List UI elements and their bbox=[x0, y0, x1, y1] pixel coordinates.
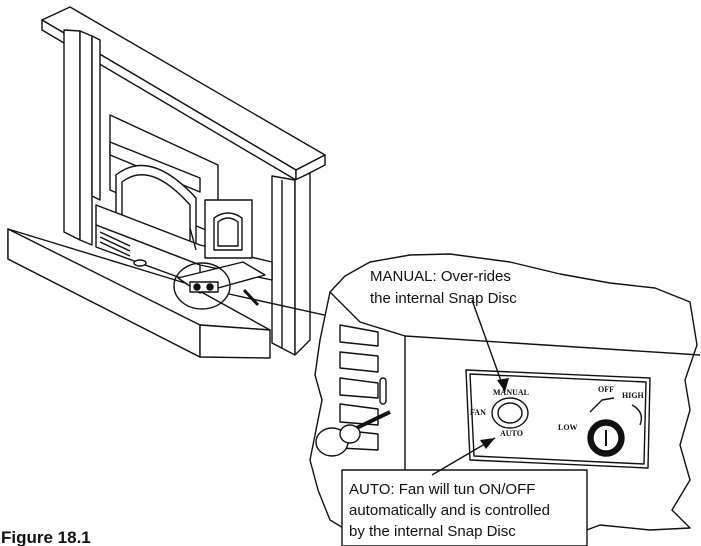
auto-callout-line-3: by the internal Snap Disc bbox=[349, 523, 516, 540]
figure-caption: Figure 18.1 bbox=[1, 528, 91, 546]
auto-callout-line-1: AUTO: Fan will tun ON/OFF bbox=[349, 481, 535, 498]
auto-callout-line-2: automatically and is controlled bbox=[349, 502, 550, 519]
callout-arrows bbox=[431, 299, 509, 476]
panel-labels: FAN MANUAL AUTO OFF HIGH LOW bbox=[470, 385, 645, 438]
detail-leader-line bbox=[228, 293, 339, 319]
low-label: LOW bbox=[558, 423, 578, 432]
fan-label: FAN bbox=[470, 408, 486, 417]
fan-speed-knob[interactable] bbox=[587, 397, 643, 457]
manual-callout-line-1: MANUAL: Over-rides bbox=[370, 268, 511, 285]
mantel-shelf bbox=[41, 6, 326, 181]
fan-mode-switch[interactable] bbox=[491, 397, 529, 429]
damper-handle bbox=[315, 410, 391, 457]
hearth bbox=[7, 228, 271, 359]
mantel-surround bbox=[63, 29, 311, 356]
auto-position-label: AUTO bbox=[500, 429, 523, 438]
auto-callout-box bbox=[341, 469, 588, 546]
fireplace-illustration bbox=[7, 6, 339, 359]
side-panel-slats bbox=[339, 324, 387, 451]
control-panel-detail bbox=[309, 253, 701, 546]
manual-callout-line-2: the internal Snap Disc bbox=[370, 290, 517, 307]
detail-magnify-circle bbox=[173, 262, 231, 310]
manual-position-label: MANUAL bbox=[493, 388, 529, 397]
off-label: OFF bbox=[598, 385, 614, 394]
manual-callout: MANUAL: Over-rides the internal Snap Dis… bbox=[370, 268, 517, 307]
high-label: HIGH bbox=[622, 391, 645, 400]
fireplace-insert bbox=[95, 114, 273, 307]
auto-callout: AUTO: Fan will tun ON/OFF automatically … bbox=[349, 481, 550, 540]
